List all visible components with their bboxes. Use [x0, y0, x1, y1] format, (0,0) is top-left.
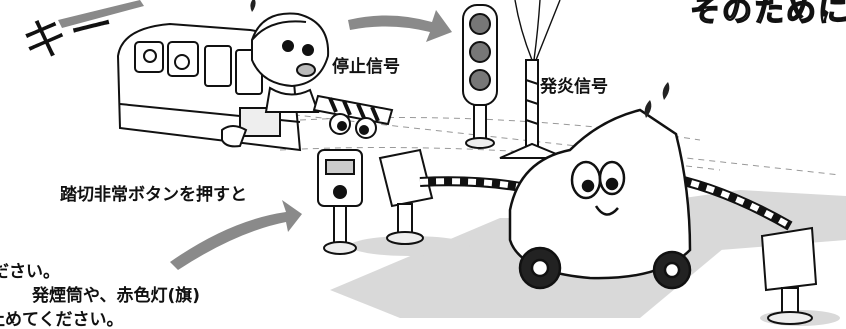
crossing-sign-character	[312, 94, 394, 255]
stop-signal-post	[462, 4, 498, 149]
sweat-drops	[250, 0, 670, 118]
body-text-line: 止めてください。	[0, 310, 124, 329]
train-driver	[221, 12, 330, 148]
crossing-gate-left	[378, 148, 434, 245]
motion-arrows	[58, 0, 452, 270]
heading-fragment: そのためには	[689, 0, 846, 30]
crossing-button-label: 踏切非常ボタンを押すと	[60, 185, 247, 205]
stop-signal-label: 停止信号	[332, 57, 400, 77]
flare-post	[499, 0, 567, 159]
flare-signal-label: 発炎信号	[540, 77, 608, 97]
stalled-car	[508, 108, 692, 290]
body-text-line: ださい。	[0, 262, 60, 282]
body-text-line: 発煙筒や、赤色灯(旗)	[32, 286, 201, 306]
crossing-gate-right	[760, 226, 818, 325]
